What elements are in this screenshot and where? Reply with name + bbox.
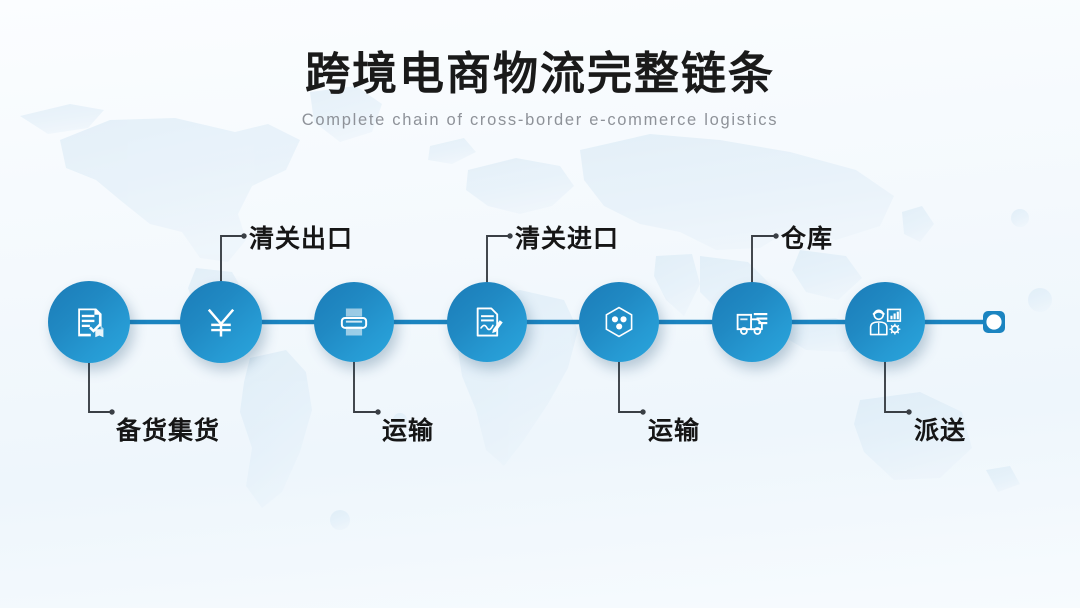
title-block: 跨境电商物流完整链条 Complete chain of cross-borde…: [0, 48, 1080, 130]
flow-label-5: 运输: [648, 417, 701, 445]
document-signed-icon: [470, 305, 504, 339]
printer-icon: [336, 304, 372, 340]
document-checklist-icon: [71, 304, 107, 340]
leader-step-6: [751, 235, 776, 283]
flow-label-6: 仓库: [781, 225, 834, 253]
hexagon-cargo-icon: [601, 304, 637, 340]
leader-dots: [109, 233, 912, 415]
leader-step-5: [618, 361, 643, 413]
leader-dot-7: [906, 409, 912, 415]
leader-dot-2: [241, 233, 247, 239]
flow-node-2[interactable]: [180, 281, 262, 363]
flow-node-4[interactable]: [447, 282, 527, 362]
flow-node-7[interactable]: [845, 282, 925, 362]
leader-dot-3: [375, 409, 381, 415]
delivery-truck-icon: [734, 304, 770, 340]
leader-lines: [88, 235, 909, 413]
page-title: 跨境电商物流完整链条: [304, 48, 775, 99]
leader-dot-5: [640, 409, 646, 415]
leader-dot-1: [109, 409, 115, 415]
flow-node-3[interactable]: [314, 282, 394, 362]
leader-dot-6: [773, 233, 779, 239]
page-subtitle: Complete chain of cross-border e-commerc…: [301, 110, 779, 129]
leader-step-7: [884, 361, 909, 413]
leader-step-1: [88, 362, 112, 413]
chain-endcap-icon: [983, 311, 1005, 333]
flow-label-1: 备货集货: [116, 417, 221, 445]
leader-step-4: [486, 235, 510, 283]
flow-node-6[interactable]: [712, 282, 792, 362]
operator-analytics-icon: [867, 304, 903, 340]
flow-label-7: 派送: [914, 417, 967, 445]
flow-label-4: 清关进口: [515, 225, 620, 253]
leader-dot-4: [507, 233, 513, 239]
leader-step-2: [220, 235, 244, 282]
flow-node-1[interactable]: [48, 281, 130, 363]
leader-step-3: [353, 361, 378, 413]
flow-node-5[interactable]: [579, 282, 659, 362]
flow-label-3: 运输: [382, 417, 435, 445]
yen-currency-icon: [202, 303, 240, 341]
flow-label-2: 清关出口: [249, 225, 354, 253]
